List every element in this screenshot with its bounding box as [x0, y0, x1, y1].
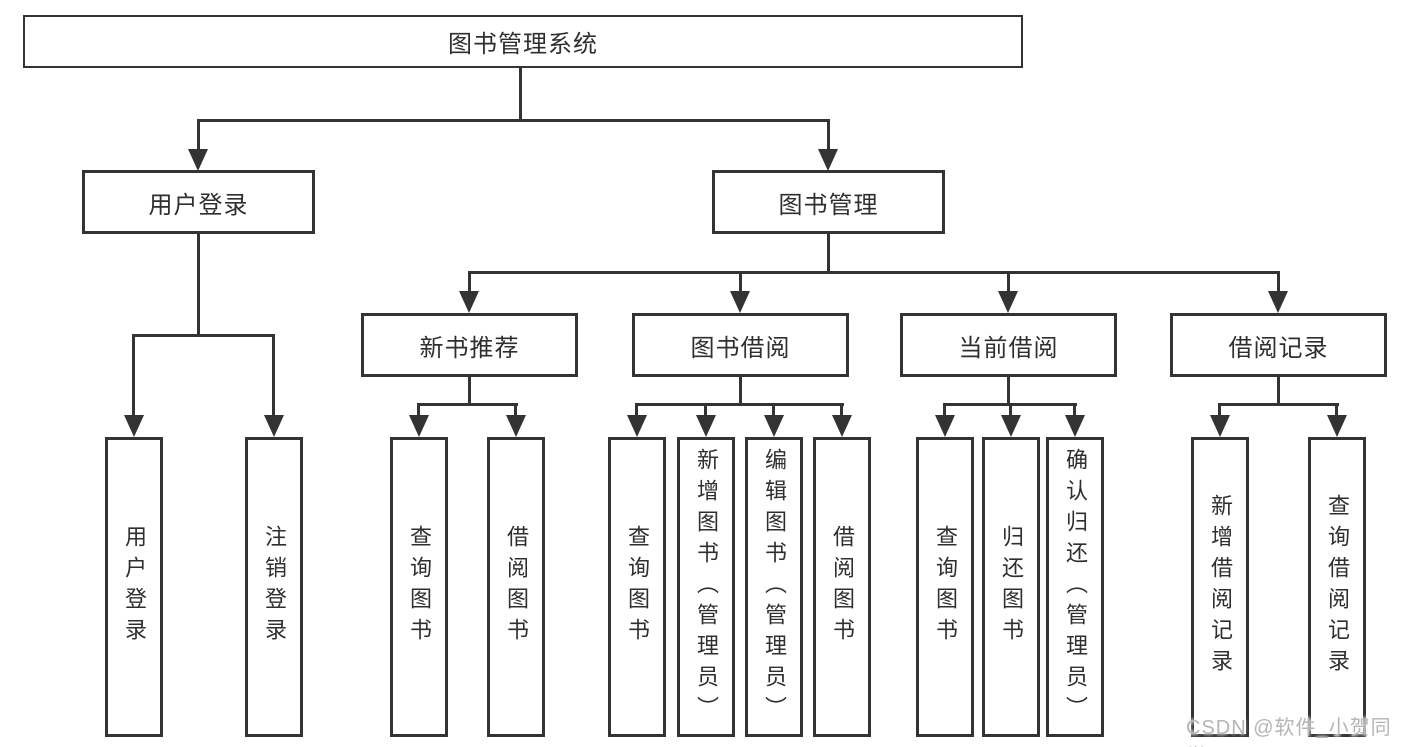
arrow-down-icon: [459, 291, 479, 313]
connector-line: [1277, 272, 1280, 292]
node-book-borrowing: 图书借阅: [632, 313, 849, 377]
leaf-borrowing-add-book-admin: 新增图书（管理员）: [677, 437, 735, 737]
leaf-label: 查询图书: [407, 525, 432, 649]
node-library-management-system: 图书管理系统: [23, 15, 1023, 68]
node-label: 图书管理系统: [448, 31, 598, 58]
connector-line: [197, 234, 200, 336]
arrow-down-icon: [124, 415, 144, 437]
connector-line: [772, 404, 775, 415]
leaf-borrowing-borrow-book: 借阅图书: [813, 437, 871, 737]
connector-line: [468, 377, 471, 404]
arrow-down-icon: [998, 291, 1018, 313]
arrow-down-icon: [764, 415, 784, 437]
connector-line: [840, 404, 843, 415]
csdn-watermark: CSDN @软件_小贺同学: [1186, 717, 1392, 747]
leaf-records-add-record: 新增借阅记录: [1191, 437, 1249, 737]
node-user-login: 用户登录: [82, 170, 315, 234]
connector-line: [468, 272, 471, 292]
leaf-current-query-book: 查询图书: [916, 437, 974, 737]
leaf-label: 归还图书: [999, 525, 1024, 649]
arrow-down-icon: [506, 415, 526, 437]
connector-line: [514, 404, 517, 415]
connector-line: [272, 335, 275, 415]
leaf-label: 编辑图书（管理员）: [762, 447, 787, 727]
connector-line: [827, 234, 830, 273]
connector-line: [1073, 404, 1076, 415]
node-label: 图书管理: [778, 191, 879, 219]
arrow-down-icon: [627, 415, 647, 437]
leaf-label: 借阅图书: [830, 525, 855, 649]
connector-line: [417, 404, 420, 415]
node-label: 新书推荐: [419, 334, 520, 362]
leaf-current-confirm-return-admin: 确认归还（管理员）: [1046, 437, 1104, 737]
connector-line: [827, 120, 830, 150]
connector-line: [704, 404, 707, 415]
connector-line: [635, 403, 844, 406]
arrow-down-icon: [1268, 291, 1288, 313]
leaf-label: 查询借阅记录: [1325, 494, 1350, 680]
arrow-down-icon: [832, 415, 852, 437]
connector-line: [132, 334, 275, 337]
arrow-down-icon: [188, 149, 208, 171]
arrow-down-icon: [935, 415, 955, 437]
node-label: 借阅记录: [1228, 334, 1329, 362]
node-label: 图书借阅: [690, 334, 791, 362]
connector-line: [1007, 272, 1010, 292]
leaf-label: 新增图书（管理员）: [694, 447, 719, 727]
node-book-management: 图书管理: [712, 170, 945, 234]
leaf-label: 新增借阅记录: [1208, 494, 1233, 680]
connector-line: [1218, 404, 1221, 415]
node-current-borrowing: 当前借阅: [900, 313, 1117, 377]
arrow-down-icon: [1001, 415, 1021, 437]
connector-line: [197, 120, 200, 150]
leaf-logout: 注销登录: [245, 437, 303, 737]
connector-line: [943, 404, 946, 415]
connector-line: [1277, 377, 1280, 404]
arrow-down-icon: [818, 149, 838, 171]
leaf-borrowing-query-book: 查询图书: [608, 437, 666, 737]
arrow-down-icon: [264, 415, 284, 437]
connector-line: [468, 271, 1280, 274]
leaf-current-return-book: 归还图书: [982, 437, 1040, 737]
connector-line: [1335, 404, 1338, 415]
leaf-borrowing-edit-book-admin: 编辑图书（管理员）: [745, 437, 803, 737]
connector-line: [739, 377, 742, 404]
arrow-down-icon: [1065, 415, 1085, 437]
connector-line: [417, 403, 518, 406]
leaf-label: 确认归还（管理员）: [1063, 447, 1088, 727]
arrow-down-icon: [730, 291, 750, 313]
leaf-label: 注销登录: [262, 525, 287, 649]
leaf-user-login: 用户登录: [105, 437, 163, 737]
node-label: 用户登录: [148, 191, 249, 219]
arrow-down-icon: [1327, 415, 1347, 437]
leaf-label: 查询图书: [625, 525, 650, 649]
node-new-book-recommend: 新书推荐: [361, 313, 578, 377]
connector-line: [519, 68, 522, 121]
leaf-label: 查询图书: [933, 525, 958, 649]
connector-line: [1009, 404, 1012, 415]
connector-line: [1218, 403, 1339, 406]
connector-line: [132, 335, 135, 415]
leaf-recommend-borrow-book: 借阅图书: [487, 437, 545, 737]
arrow-down-icon: [696, 415, 716, 437]
leaf-label: 借阅图书: [504, 525, 529, 649]
leaf-label: 用户登录: [122, 525, 147, 649]
node-label: 当前借阅: [958, 334, 1059, 362]
leaf-recommend-query-book: 查询图书: [390, 437, 448, 737]
arrow-down-icon: [1210, 415, 1230, 437]
connector-line: [739, 272, 742, 292]
connector-line: [635, 404, 638, 415]
node-borrowing-records: 借阅记录: [1170, 313, 1387, 377]
connector-line: [1007, 377, 1010, 404]
connector-line: [197, 119, 830, 122]
arrow-down-icon: [409, 415, 429, 437]
leaf-records-query-record: 查询借阅记录: [1308, 437, 1366, 737]
